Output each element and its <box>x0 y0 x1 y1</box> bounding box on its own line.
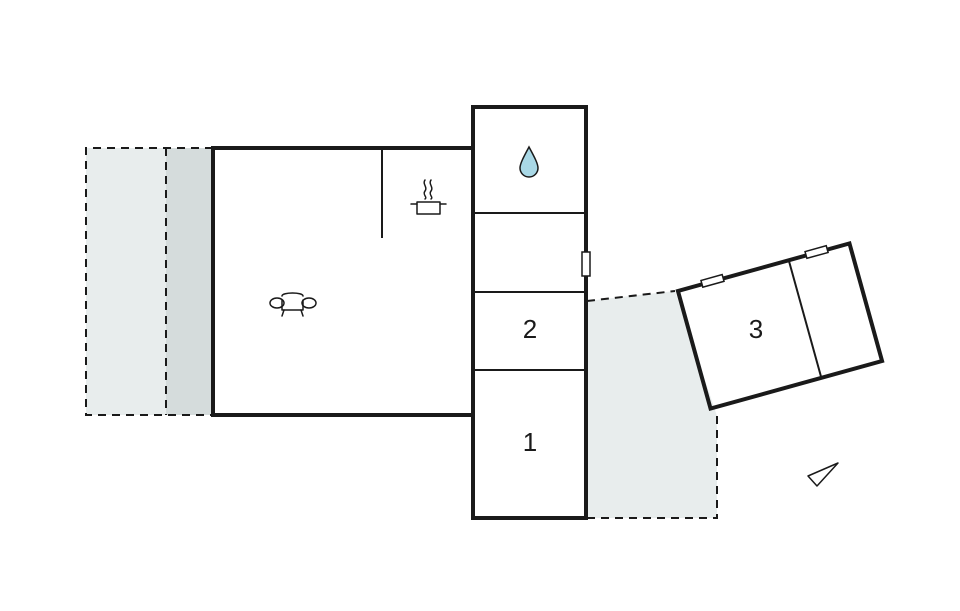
terrace-west-covered <box>166 148 213 415</box>
annex-walls <box>675 240 885 412</box>
window-icon <box>804 244 830 260</box>
annex <box>675 240 885 412</box>
room-label-2: 2 <box>523 314 537 344</box>
terrace-west <box>85 147 213 416</box>
terrace-east-outline <box>586 290 718 519</box>
room-label-3: 3 <box>749 314 763 344</box>
terrace-west-outer <box>86 148 166 415</box>
window-icon <box>700 273 725 289</box>
window-icon <box>581 251 591 277</box>
main-house <box>211 105 591 520</box>
north-arrow-icon <box>807 462 839 487</box>
room-strip-walls <box>471 105 588 520</box>
sofa-icon <box>269 292 317 317</box>
water-drop-icon <box>519 145 539 178</box>
terrace-east <box>586 290 718 519</box>
annex-partition <box>787 260 823 379</box>
cooking-pot-icon <box>410 179 447 215</box>
terrace-west-outline <box>85 147 213 416</box>
living-room-walls <box>211 146 473 417</box>
terrace-east-fill <box>587 291 717 518</box>
room-label-1: 1 <box>523 427 537 457</box>
